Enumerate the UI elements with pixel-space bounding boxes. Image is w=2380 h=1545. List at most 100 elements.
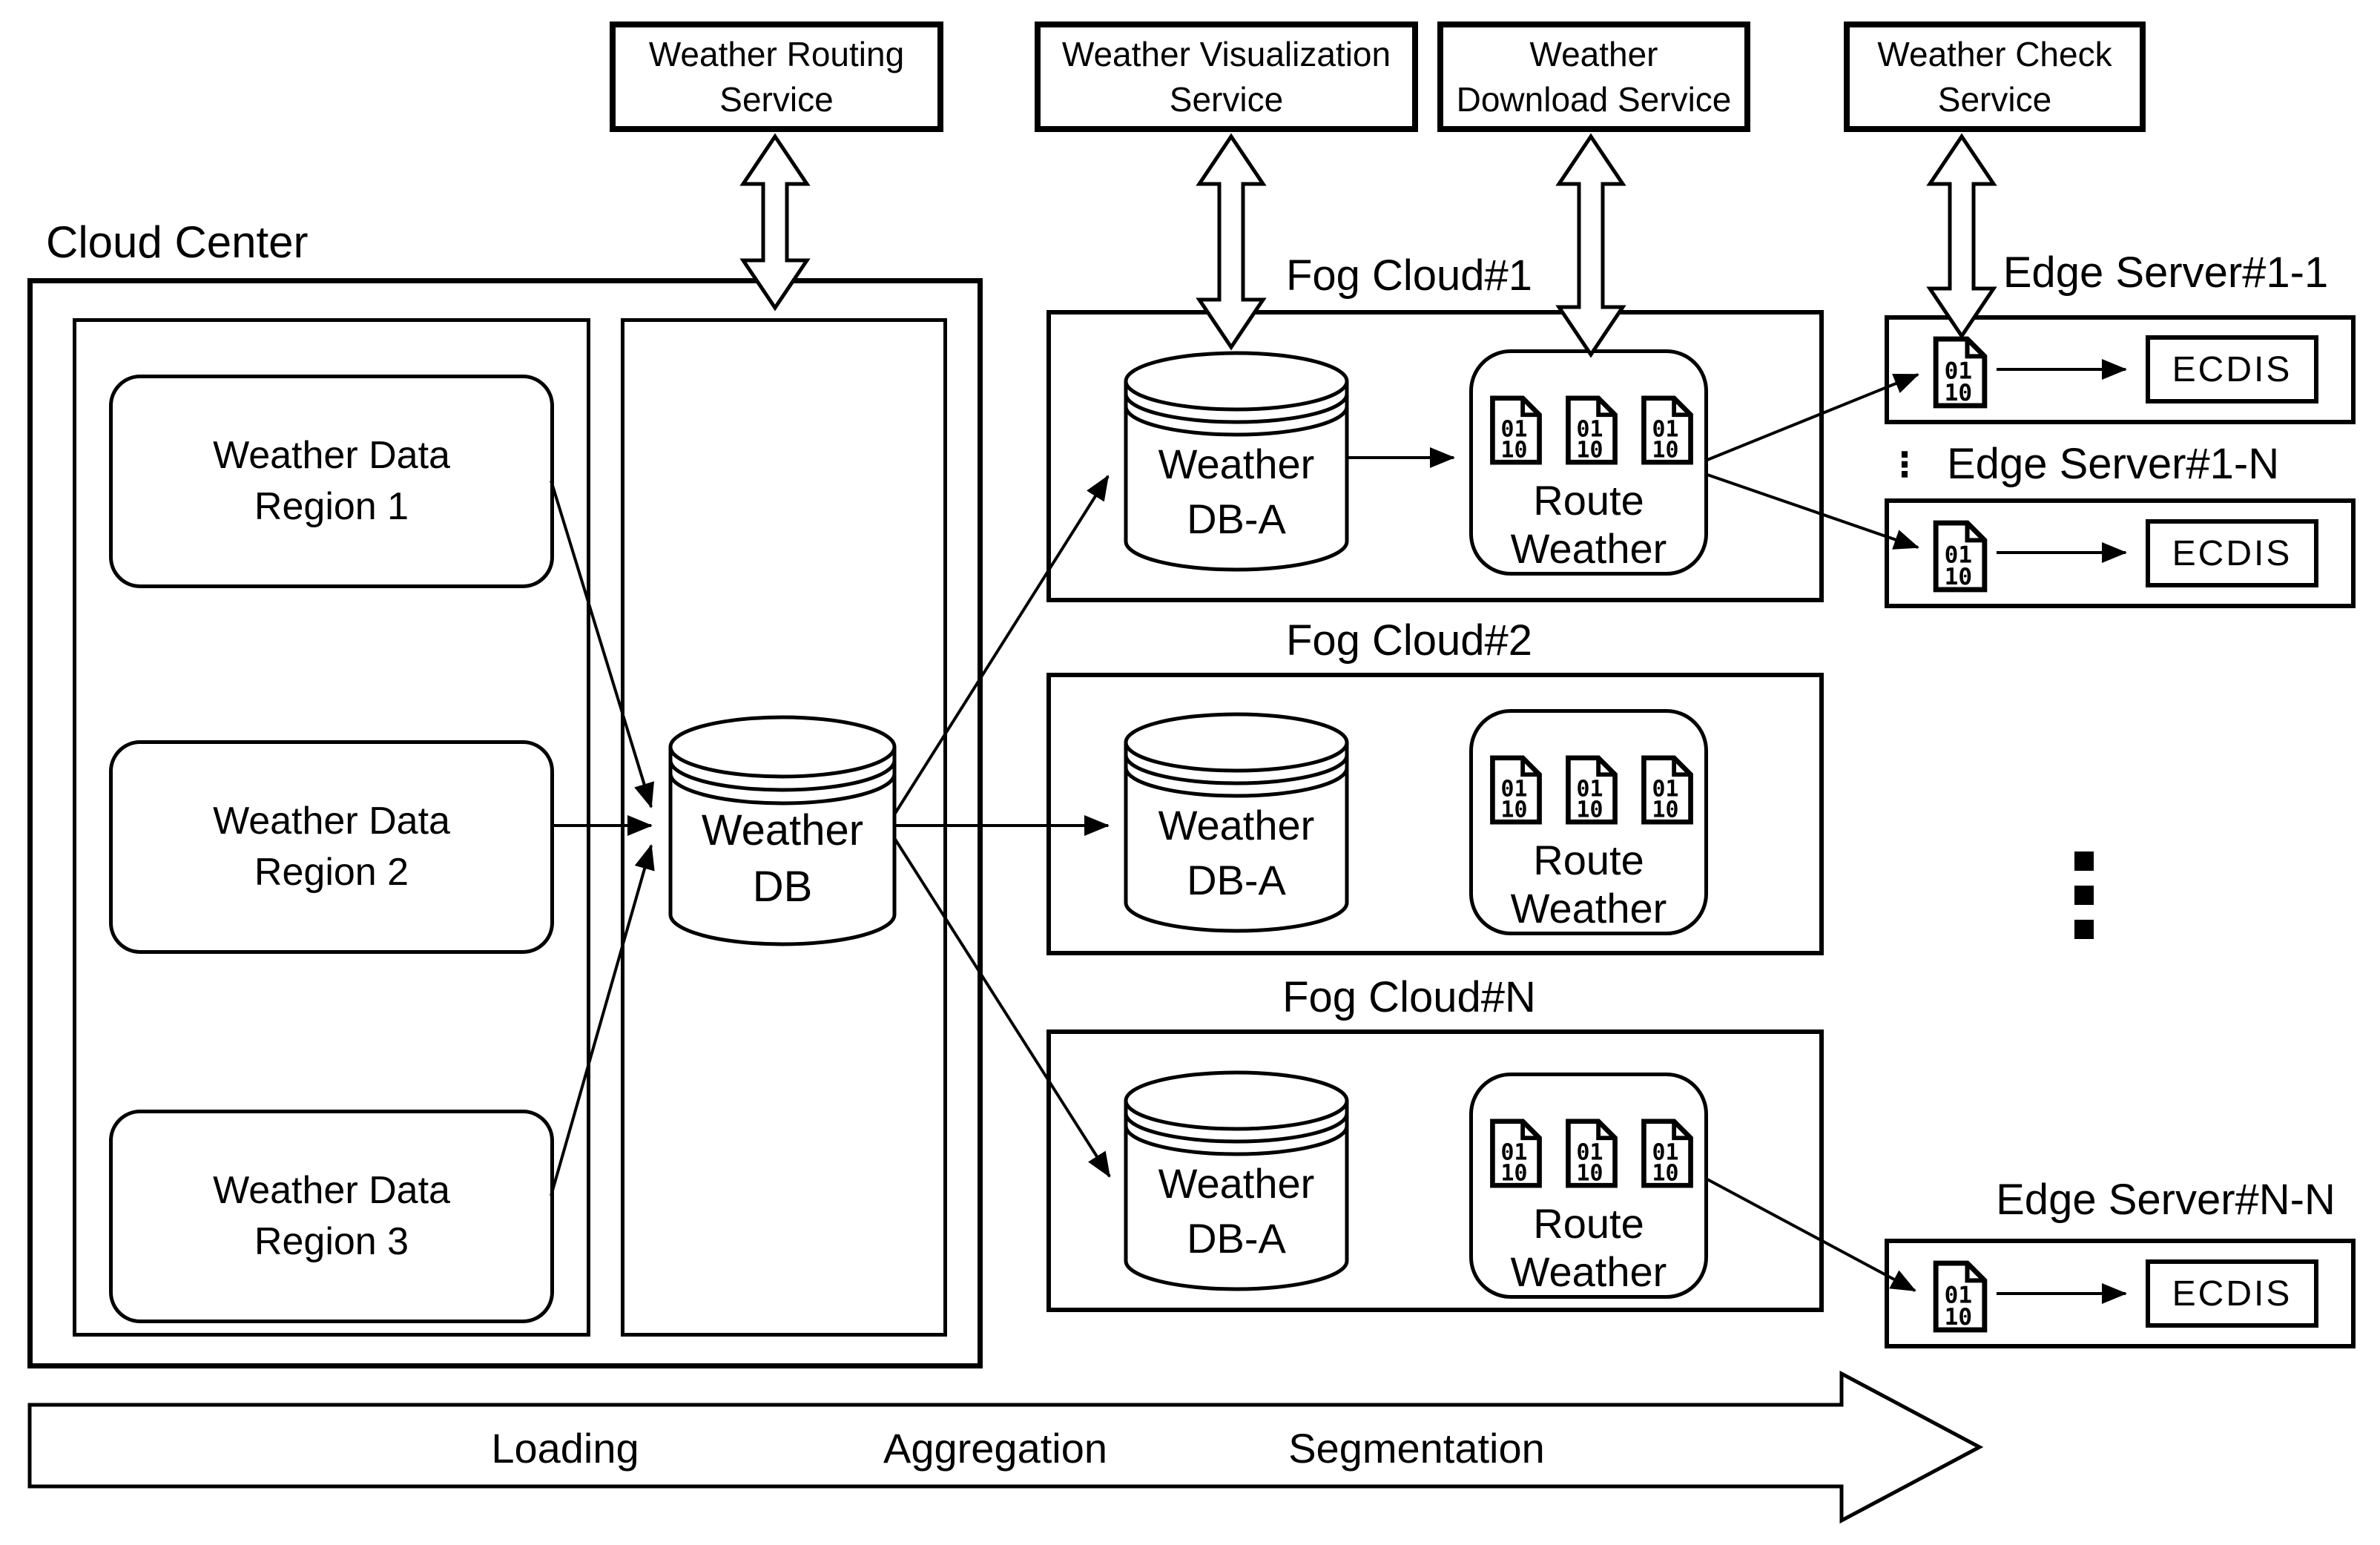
binary-file-icon: 01 10 [1566,1119,1618,1188]
double-arrow-routing-icon [739,133,811,312]
service-box-weather-download: Weather Download Service [1437,22,1750,132]
fog1-weather-db-a-cylinder-icon [1124,351,1349,572]
vertical-ellipsis-icon [2074,851,2094,939]
service-label: Service [1169,79,1284,119]
fog-cloud-2-title: Fog Cloud#2 [1285,616,1533,665]
edge-server-1-1-box: 01 10 ECDIS [1885,315,2356,424]
vertical-ellipsis-small-icon: ⋮ [1888,444,1922,484]
binary-file-icon: 01 10 [1566,755,1618,825]
binary-file-icon: 01 10 [1933,1260,1988,1333]
icon-digits-bottom: 10 [1945,380,1972,406]
icon-digits-top: 01 [1501,416,1528,442]
edge-server-1-n-title-row: ⋮ Edge Server#1-N [1888,439,2279,489]
process-label-aggregation: Aggregation [883,1425,1107,1472]
icon-digits-top: 01 [1652,1139,1679,1165]
icon-digits-bottom: 10 [1577,1161,1603,1187]
region-label: Region 1 [254,485,409,528]
icon-digits-top: 01 [1577,416,1603,442]
icon-digits-top: 01 [1577,776,1603,802]
fogn-db-a-label-line2: DB-A [1187,1215,1286,1262]
fog2-weather-db-a-cylinder-icon [1124,712,1349,933]
region-label: Weather Data [213,434,450,478]
icon-digits-top: 01 [1945,358,1972,385]
edge-server-n-n-title: Edge Server#N-N [1996,1176,2336,1224]
fog1-db-a-label-line1: Weather [1158,441,1315,487]
fog-cloud-n-box: Weather DB-A 01 10 01 10 01 10 Route [1046,1030,1824,1312]
binary-file-icon: 01 10 [1490,1119,1542,1188]
fog1-route-label-line1: Route [1533,477,1644,524]
edge-server-1-n-title: Edge Server#1-N [1947,440,2280,488]
service-label: Weather Routing [648,34,905,73]
fog2-db-a-label-line2: DB-A [1187,857,1286,903]
binary-file-icon: 01 10 [1933,520,1988,593]
region-label: Weather Data [213,800,450,843]
fogn-db-a-label-line1: Weather [1158,1160,1315,1207]
ecdis-label: ECDIS [2172,1274,2292,1314]
edge-server-1-1-title: Edge Server#1-1 [2002,248,2329,297]
service-label: Download Service [1456,79,1732,119]
fog2-route-label-line2: Weather [1510,885,1667,932]
icon-digits-bottom: 10 [1577,438,1603,464]
cloud-center-box: Weather Data Region 1 Weather Data Regio… [27,278,983,1368]
edge-server-1-n-box: 01 10 ECDIS [1885,498,2356,608]
service-label: Service [719,79,834,119]
icon-digits-bottom: 10 [1652,1161,1679,1187]
double-arrow-download-icon [1555,133,1626,358]
double-arrow-check-icon [1926,133,1997,340]
fog1-db-a-label-line2: DB-A [1187,495,1286,542]
icon-digits-top: 01 [1501,776,1528,802]
region-label: Region 3 [254,1220,409,1263]
icon-digits-top: 01 [1501,1139,1528,1165]
fog1-route-label-line2: Weather [1510,525,1667,572]
icon-digits-top: 01 [1652,416,1679,442]
region-3-box: Weather Data Region 3 [109,1110,554,1323]
fog2-route-weather-box: 01 10 01 10 01 10 Route Weather [1469,709,1708,935]
service-box-weather-routing: Weather Routing Service [610,22,943,132]
ecdis-label: ECDIS [2172,533,2292,573]
binary-file-icon: 01 10 [1566,395,1618,465]
ecdis-box: ECDIS [2146,1259,2318,1328]
service-label: Weather Check [1877,34,2112,73]
region-2-box: Weather Data Region 2 [109,740,554,954]
service-box-weather-check: Weather Check Service [1844,22,2146,132]
icon-digits-bottom: 10 [1652,438,1679,464]
weather-db-cylinder-icon [668,715,897,946]
double-arrow-visualization-icon [1196,133,1267,351]
icon-digits-bottom: 10 [1501,1161,1528,1187]
binary-file-icon: 01 10 [1933,336,1988,409]
edge-server-n-n-box: 01 10 ECDIS [1885,1239,2356,1348]
process-label-loading: Loading [491,1425,639,1472]
fog-cloud-1-title: Fog Cloud#1 [1285,251,1533,300]
ecdis-box: ECDIS [2146,519,2318,587]
process-label-segmentation: Segmentation [1288,1425,1545,1472]
service-label: Weather Visualization [1061,34,1391,73]
ecdis-box: ECDIS [2146,335,2318,403]
binary-file-icon: 01 10 [1641,755,1693,825]
fog-cloud-1-box: Weather DB-A 01 10 01 10 01 10 Route [1046,310,1824,602]
fog2-db-a-label-line1: Weather [1158,802,1315,849]
icon-digits-top: 01 [1652,776,1679,802]
icon-digits-bottom: 10 [1945,1304,1972,1331]
fogn-weather-db-a-cylinder-icon [1124,1070,1349,1291]
icon-digits-bottom: 10 [1577,797,1603,823]
fogn-route-weather-box: 01 10 01 10 01 10 Route Weather [1469,1073,1708,1299]
binary-file-icon: 01 10 [1641,395,1693,465]
region-label: Region 2 [254,851,409,894]
fogn-route-label-line1: Route [1533,1200,1644,1247]
fog-cloud-n-title: Fog Cloud#N [1282,973,1536,1021]
fog-cloud-2-box: Weather DB-A 01 10 01 10 01 10 Route [1046,673,1824,955]
icon-digits-top: 01 [1945,1282,1972,1309]
icon-digits-top: 01 [1945,542,1972,569]
icon-digits-top: 01 [1577,1139,1603,1165]
region-label: Weather Data [213,1169,450,1213]
fog1-route-weather-box: 01 10 01 10 01 10 Route Weather [1469,349,1708,576]
fogn-route-label-line2: Weather [1510,1248,1667,1295]
service-box-weather-visualization: Weather Visualization Service [1035,22,1418,132]
ecdis-label: ECDIS [2172,349,2292,389]
cloud-center-title: Cloud Center [46,217,309,267]
process-flow-arrow [27,1370,1984,1524]
binary-file-icon: 01 10 [1490,395,1542,465]
icon-digits-bottom: 10 [1501,797,1528,823]
weather-db-label-line2: DB [752,863,813,911]
